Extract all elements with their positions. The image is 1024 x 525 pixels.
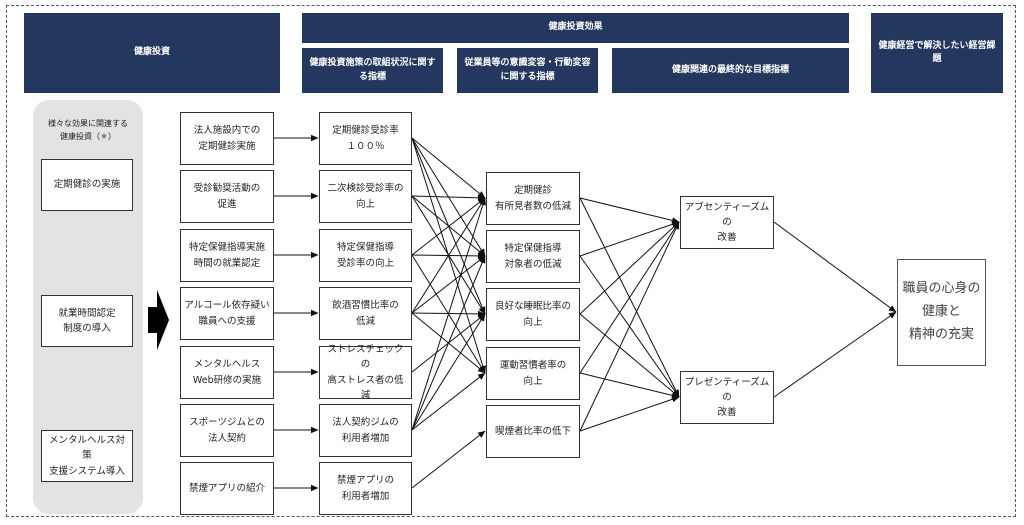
header-investment: 健康投資 <box>24 13 280 93</box>
investment-item-checkup: 定期健診の実施 <box>41 159 133 211</box>
connector-behavior-1-to-outcome-1 <box>579 197 680 224</box>
connector-indicator-2-to-behavior-1 <box>411 194 486 202</box>
connector-indicator-6-to-behavior-1 <box>411 197 486 431</box>
behavior-box-4: 運動習慣者率の 向上 <box>486 347 580 400</box>
header-effects-sub2: 従業員等の意識変容・行動変容に関する指標 <box>457 48 598 93</box>
connector-indicator-4-to-behavior-2 <box>411 255 486 314</box>
header-effects-sub1: 健康投資施策の取組状況に関する指標 <box>302 48 443 93</box>
connector-behavior-3-to-outcome-2 <box>579 313 680 398</box>
goal-box: 職員の心身の 健康と 精神の充実 <box>897 259 986 366</box>
indicator-box-5: ストレスチェックの 高ストレス者の低減 <box>319 344 412 401</box>
outcome-box-presenteeism: プレゼンティーズムの 改善 <box>680 371 774 424</box>
connector-indicator-7-to-behavior-5 <box>411 430 486 489</box>
header-effects: 健康投資効果 <box>302 13 849 43</box>
connector-behavior-3-to-outcome-1 <box>579 221 680 315</box>
big-arrow-icon <box>148 290 169 350</box>
measure-box-4: アルコール依存疑い 職員への支援 <box>180 287 274 340</box>
investment-item-work-hours: 就業時間認定 制度の導入 <box>41 295 133 347</box>
connector-behavior-4-to-outcome-1 <box>579 221 680 374</box>
connector-behavior-5-to-outcome-1 <box>579 221 680 432</box>
header-effects-sub3: 健康関連の最終的な目標指標 <box>612 48 849 93</box>
indicator-box-4: 飲酒習慣比率の 低減 <box>319 287 412 340</box>
indicator-box-7: 禁煙アプリの 利用者増加 <box>319 462 412 515</box>
connector-outcome-1-to-goal <box>773 221 897 313</box>
measure-box-6: スポーツジムとの 法人契約 <box>180 404 274 457</box>
connector-behavior-2-to-outcome-1 <box>579 221 680 257</box>
measure-box-3: 特定保健指導実施 時間の就業認定 <box>180 229 274 282</box>
behavior-box-5: 喫煙者比率の低下 <box>486 405 580 458</box>
connector-indicator-6-to-behavior-4 <box>411 372 486 431</box>
connector-behavior-5-to-outcome-2 <box>579 396 680 432</box>
measure-box-1: 法人施設内での 定期健診実施 <box>180 112 274 165</box>
connector-indicator-6-to-behavior-3 <box>411 313 486 431</box>
indicator-box-2: 二次検診受診率の 向上 <box>319 170 412 223</box>
connector-indicator-6-to-behavior-2 <box>411 255 486 431</box>
measure-box-2: 受診勧奨活動の 促進 <box>180 170 274 223</box>
connector-indicator-4-to-behavior-1 <box>411 197 486 314</box>
behavior-box-3: 良好な睡眠比率の 向上 <box>486 288 580 341</box>
connector-indicator-3-to-behavior-1 <box>411 197 486 256</box>
diagram-frame <box>6 5 1016 517</box>
behavior-box-1: 定期健診 有所見者数の低減 <box>486 172 580 225</box>
behavior-box-2: 特定保健指導 対象者の低減 <box>486 230 580 283</box>
investment-panel-caption: 様々な効果に関連する 健康投資（＊） <box>48 119 128 141</box>
connector-indicator-1-to-behavior-1 <box>411 137 486 199</box>
connector-outcome-2-to-goal <box>773 311 897 398</box>
header-management: 健康経営で解決したい経営課題 <box>871 13 1003 93</box>
measure-box-5: メンタルヘルス Web研修の実施 <box>180 346 274 399</box>
measure-box-7: 禁煙アプリの紹介 <box>180 462 274 515</box>
indicator-box-6: 法人契約ジムの 利用者増加 <box>319 404 412 457</box>
indicator-box-1: 定期健診受診率 １００％ <box>319 112 412 165</box>
indicator-box-3: 特定保健指導 受診率の向上 <box>319 229 412 282</box>
outcome-box-absenteeism: アブセンティーズムの 改善 <box>680 196 774 249</box>
investment-item-mental-system: メンタルヘルス対策 支援システム導入 <box>41 430 133 482</box>
connector-behavior-4-to-outcome-2 <box>579 372 680 399</box>
